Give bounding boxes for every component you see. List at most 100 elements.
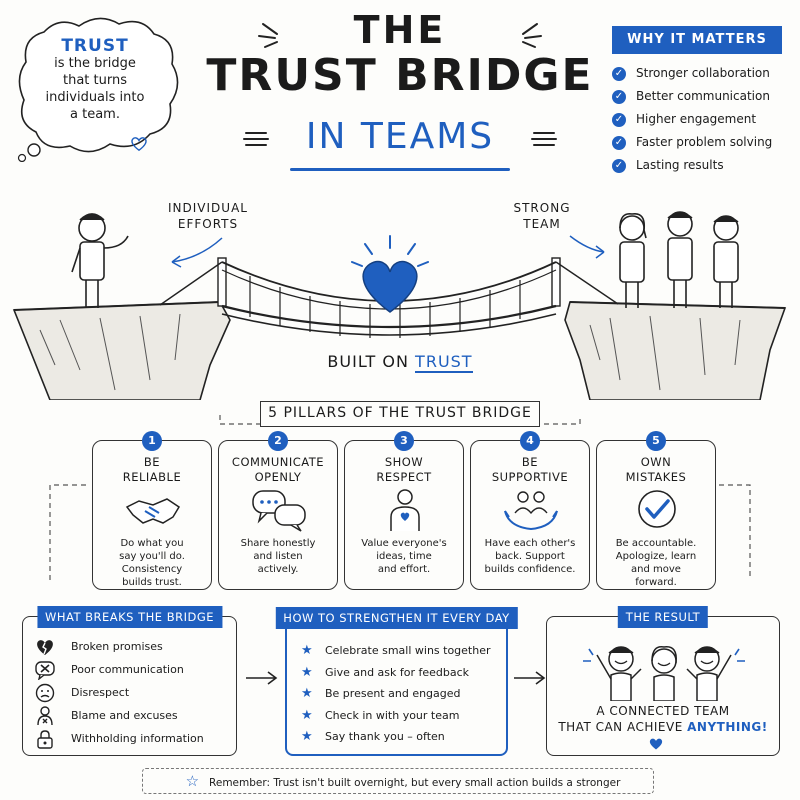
list-item: Withholding information: [35, 727, 204, 750]
list-item-label: Disrespect: [71, 686, 130, 699]
heart-icon: [649, 738, 663, 750]
built-on-text: BUILT ON: [327, 352, 409, 371]
individual-efforts-label: INDIVIDUAL EFFORTS: [168, 200, 248, 232]
check-icon: ✓: [612, 158, 626, 173]
celebrating-team-icon: [583, 646, 745, 701]
what-breaks-heading: WHAT BREAKS THE BRIDGE: [36, 606, 223, 628]
arrow-right-icon: [246, 671, 278, 685]
what-breaks-box: WHAT BREAKS THE BRIDGE Broken promises P…: [22, 606, 237, 756]
pillar-title-line: OWN: [640, 455, 672, 469]
thought-bubble: [17, 17, 179, 162]
pillar-desc-line: Consistency: [121, 564, 183, 575]
crossed-chat-icon: [35, 660, 55, 680]
list-item-label: Poor communication: [71, 663, 184, 676]
remember-banner: ☆Remember: Trust isn't built overnight, …: [142, 768, 654, 800]
list-item: Blame and excuses: [35, 704, 204, 727]
pillar-number: 4: [520, 431, 540, 451]
dash-lines-icon: [243, 132, 269, 146]
list-item-label: Lasting results: [636, 158, 724, 172]
pillar-desc-line: and effort.: [377, 564, 431, 575]
broken-heart-icon: [37, 639, 53, 655]
pillar-desc: Be accountable. Apologize, learn and mov…: [601, 537, 711, 589]
label-line: INDIVIDUAL: [168, 201, 248, 215]
pillar-desc-line: ideas, time: [376, 551, 432, 562]
list-item-label: Say thank you – often: [325, 730, 445, 743]
list-item-label: Celebrate small wins together: [325, 644, 491, 657]
list-item: ✓ Higher engagement: [612, 108, 797, 131]
spark-lines-icon: [522, 23, 542, 48]
pillar-title-line: BE: [521, 455, 539, 469]
pillar-title-line: MISTAKES: [625, 470, 687, 484]
left-cliff: [12, 301, 231, 400]
pillar-title-line: SUPPORTIVE: [491, 470, 569, 484]
how-to-strengthen-heading: HOW TO STRENGTHEN IT EVERY DAY: [275, 607, 518, 629]
pillar-title-line: OPENLY: [254, 470, 302, 484]
lock-icon: [37, 729, 53, 749]
title-the: THE: [353, 8, 447, 52]
list-item-label: Check in with your team: [325, 708, 460, 722]
why-it-matters-heading: WHY IT MATTERS: [612, 26, 782, 54]
result-heading: THE RESULT: [617, 606, 709, 628]
list-item: ✓Better communication: [612, 85, 797, 108]
pillar-title-line: RELIABLE: [122, 470, 182, 484]
why-it-matters-list: ✓Stronger collaboration ✓Better communic…: [612, 62, 797, 177]
list-item-label: Higher engagement: [636, 112, 757, 126]
list-item-label: Stronger collaboration: [636, 66, 770, 80]
blame-person-icon: [37, 705, 53, 725]
result-text: A CONNECTED TEAM THAT CAN ACHIEVE ANYTHI…: [547, 703, 779, 735]
list-item: ★ Celebrate small wins together: [301, 640, 491, 662]
supporting-hands-icon: [504, 491, 558, 531]
subtitle-underline: [290, 168, 510, 171]
pillar-desc-line: Be accountable.: [615, 538, 697, 549]
spark-lines-icon: [258, 23, 278, 48]
check-circle-icon: [638, 490, 676, 528]
list-item: ✓Stronger collaboration: [612, 62, 797, 85]
result-line: THAT CAN ACHIEVE: [558, 720, 683, 734]
bubble-title: TRUST: [61, 36, 129, 56]
person-heart-icon: [390, 489, 420, 531]
pillar-title-line: BE: [143, 455, 161, 469]
arrow-right-icon: [514, 671, 546, 685]
handshake-icon: [125, 498, 181, 524]
check-icon: ✓: [612, 112, 626, 127]
list-item-label: Blame and excuses: [71, 709, 178, 722]
list-item: ✓ Lasting results: [612, 154, 797, 177]
result-box: THE RESULT A CONNECTED TEAM THAT CAN ACH…: [546, 606, 780, 756]
pillar-number: 2: [268, 431, 288, 451]
list-item: ★Give and ask for feedback: [301, 662, 491, 684]
list-item: ★ Say thank you – often: [301, 726, 491, 748]
bubble-text: TRUST is the bridge that turns individua…: [30, 38, 160, 123]
star-icon: ★: [301, 664, 313, 680]
list-item: ★Check in with your team: [301, 705, 491, 727]
what-breaks-list: Broken promises Poor communication Disre…: [35, 635, 204, 750]
team-icon: [619, 211, 739, 308]
label-line: STRONG: [513, 201, 571, 215]
label-line: TEAM: [523, 217, 561, 231]
check-icon: ✓: [612, 135, 626, 150]
list-item: ✓ Faster problem solving: [612, 131, 797, 154]
bubble-line: that turns: [63, 73, 127, 88]
right-cliff: [564, 301, 787, 400]
built-on-trust-label: BUILT ON TRUST: [300, 352, 500, 373]
list-item-label: Faster problem solving: [636, 135, 773, 149]
star-icon: ★: [301, 643, 313, 658]
pillar-desc-line: builds confidence.: [484, 564, 576, 575]
list-item-label: Withholding information: [71, 732, 204, 745]
pillar-desc-line: and listen: [253, 551, 303, 562]
how-to-strengthen-list: ★ Celebrate small wins together ★Give and…: [301, 640, 491, 748]
check-icon: ✓: [612, 89, 626, 104]
list-item-label: Broken promises: [71, 640, 163, 653]
result-highlight: ANYTHING!: [687, 720, 768, 734]
trust-text: TRUST: [415, 352, 473, 373]
pillar-title-line: COMMUNICATE: [231, 455, 325, 469]
star-icon: ★: [301, 729, 313, 744]
pillar-number: 5: [646, 431, 666, 451]
frown-face-icon: [35, 683, 55, 702]
remember-text: Remember: Trust isn't built overnight, b…: [209, 777, 621, 789]
page-title: TRUST BRIDGE: [206, 50, 594, 101]
